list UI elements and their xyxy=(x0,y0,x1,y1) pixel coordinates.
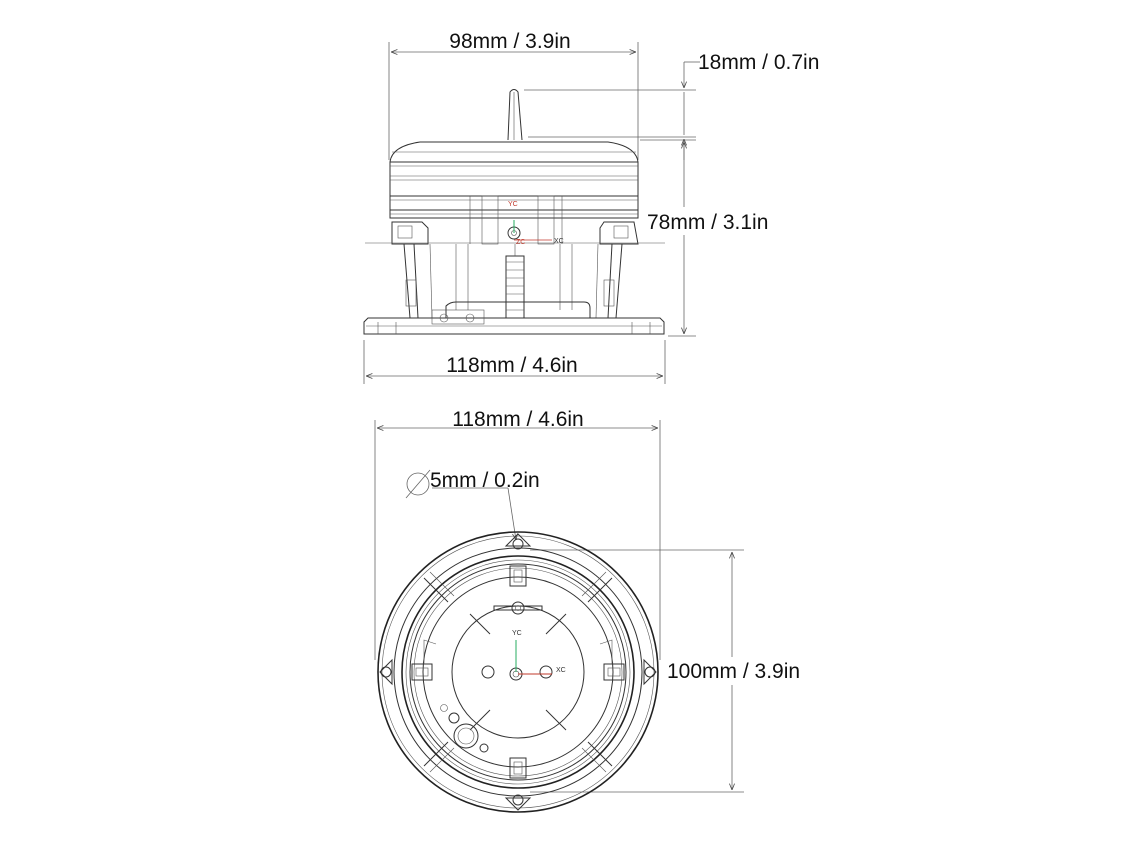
side-axis-z-label: ZC xyxy=(516,239,525,246)
inner-height-dimension: 100mm / 3.9in xyxy=(530,549,816,793)
outer-width-dimension: 118mm / 4.6in xyxy=(374,408,661,660)
hole-diameter-callout: 5mm / 0.2in xyxy=(405,469,540,540)
top-axis-marker: YC XC xyxy=(509,630,566,681)
base-width-label: 118mm / 4.6in xyxy=(446,354,578,377)
body-height-dimension: 78mm / 3.1in xyxy=(640,139,786,337)
top-axis-y-label: YC xyxy=(512,630,522,637)
side-clips xyxy=(391,221,639,245)
top-width-label: 98mm / 3.9in xyxy=(449,30,570,53)
outer-width-label: 118mm / 4.6in xyxy=(452,408,584,431)
base-plate xyxy=(363,301,665,335)
top-axis-x-label: XC xyxy=(556,667,566,674)
base-width-dimension: 118mm / 4.6in xyxy=(363,340,666,384)
hole-diameter-label: 5mm / 0.2in xyxy=(430,469,540,492)
support-posts xyxy=(403,243,623,319)
side-axis-marker: YC XC ZC xyxy=(507,201,564,246)
radial-spokes xyxy=(423,571,613,773)
antenna-height-dimension: 18mm / 0.7in xyxy=(524,51,819,160)
mounting-clips xyxy=(411,565,625,779)
base-rings xyxy=(377,531,659,813)
dome-lens xyxy=(389,141,639,245)
bolt-holes xyxy=(379,533,657,811)
body-height-label: 78mm / 3.1in xyxy=(647,211,768,234)
center-shaft xyxy=(505,244,525,319)
antenna xyxy=(507,89,523,141)
top-width-dimension: 98mm / 3.9in xyxy=(388,30,639,160)
side-axis-y-label: YC xyxy=(508,201,518,208)
antenna-height-label: 18mm / 0.7in xyxy=(698,51,819,74)
inner-features xyxy=(440,601,553,753)
inner-height-label: 100mm / 3.9in xyxy=(667,660,800,683)
side-view: 98mm / 3.9in 18mm / 0.7in 78mm / 3.1in xyxy=(363,30,819,384)
top-view: 118mm / 4.6in 5mm / 0.2in 100mm / 3.9in xyxy=(374,408,816,813)
side-axis-x-label: XC xyxy=(554,238,564,245)
